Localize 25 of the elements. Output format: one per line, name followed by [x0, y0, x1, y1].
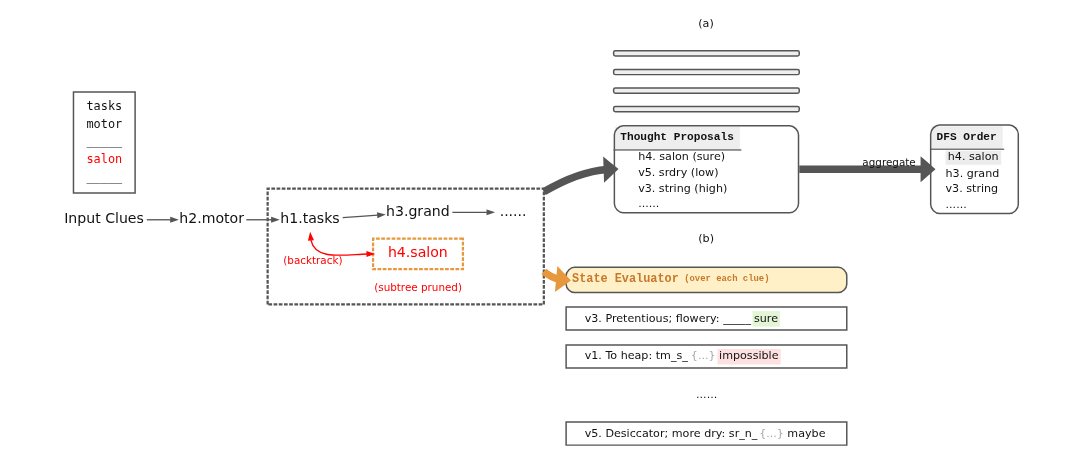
label: (a): [697, 17, 714, 31]
node-box: [612, 50, 800, 57]
node-text: ......: [499, 202, 527, 219]
node-box: tasks motor _____ salon _____: [72, 91, 136, 194]
node-text: h2.motor: [178, 210, 244, 227]
arrow: [451, 209, 495, 216]
label: ......: [695, 387, 717, 401]
edge-label: (backtrack): [282, 253, 342, 266]
node-text: h3.grand: [385, 202, 450, 219]
node-box: [612, 68, 800, 76]
node-label: (subtree pruned): [373, 280, 462, 293]
label: (b): [697, 232, 714, 246]
arrow: [541, 156, 619, 196]
arrow: [798, 156, 935, 183]
arrow: [341, 212, 386, 219]
arrow: [307, 231, 375, 258]
arrow: [145, 216, 179, 223]
node-box: [612, 87, 800, 94]
cluster: [266, 187, 545, 306]
edge-label: aggregate: [861, 156, 916, 169]
arrow: [245, 216, 280, 223]
node-text: Input Clues: [63, 210, 144, 227]
node-box: [612, 105, 800, 113]
node-text: h1.tasks: [279, 210, 340, 227]
node-box: h4.salon: [371, 237, 464, 271]
